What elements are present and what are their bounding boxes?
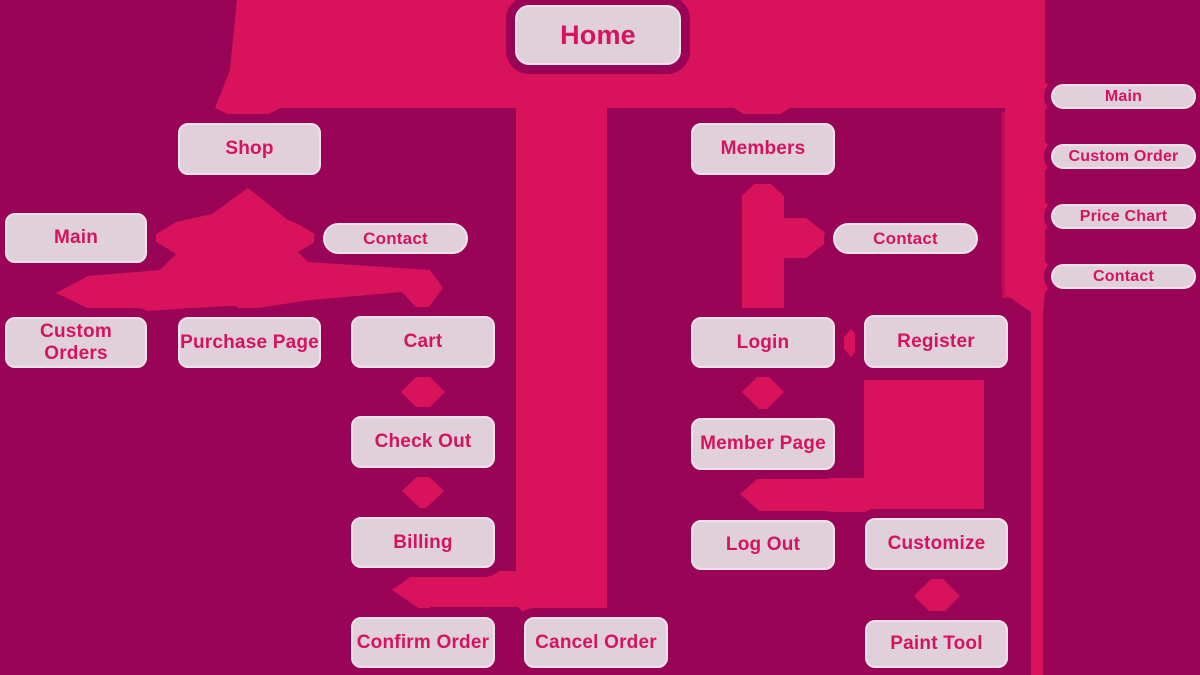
- node-paint-tool[interactable]: Paint Tool: [865, 620, 1008, 668]
- connector-register-loop: [740, 380, 984, 520]
- node-purchase-page[interactable]: Purchase Page: [178, 317, 321, 368]
- connector-shop-star: [56, 188, 443, 317]
- node-customize[interactable]: Customize: [865, 518, 1008, 570]
- connector-diamond-checkout-billing: [402, 471, 444, 511]
- node-home[interactable]: Home: [515, 5, 681, 65]
- node-contact-shop[interactable]: Contact: [323, 223, 468, 254]
- node-main[interactable]: Main: [5, 213, 147, 263]
- node-cart[interactable]: Cart: [351, 316, 495, 368]
- connector-diamond-login-memberpage: [742, 371, 784, 413]
- connector-diamond-login-register: [839, 329, 863, 357]
- node-billing[interactable]: Billing: [351, 517, 495, 568]
- nav-pill-contact[interactable]: Contact: [1051, 264, 1196, 289]
- nav-pill-main[interactable]: Main: [1051, 84, 1196, 109]
- connector-members-trunk: [742, 176, 832, 318]
- connector-home-trunk: [392, 0, 607, 616]
- node-shop[interactable]: Shop: [178, 123, 321, 175]
- node-member-page[interactable]: Member Page: [691, 418, 835, 470]
- node-contact-members[interactable]: Contact: [833, 223, 978, 254]
- node-confirm-order[interactable]: Confirm Order: [351, 617, 495, 668]
- node-login[interactable]: Login: [691, 317, 835, 368]
- node-check-out[interactable]: Check Out: [351, 416, 495, 468]
- connector-diamond-customize-painttool: [914, 573, 960, 619]
- node-cancel-order[interactable]: Cancel Order: [524, 617, 668, 668]
- nav-pill-price-chart[interactable]: Price Chart: [1051, 204, 1196, 229]
- node-register[interactable]: Register: [864, 315, 1008, 368]
- nav-pill-custom-order[interactable]: Custom Order: [1051, 144, 1196, 169]
- node-custom-orders[interactable]: Custom Orders: [5, 317, 147, 368]
- connector-right-nav-trunk: [1005, 0, 1062, 675]
- node-members[interactable]: Members: [691, 123, 835, 175]
- connector-diamond-cart-checkout: [401, 370, 445, 414]
- node-log-out[interactable]: Log Out: [691, 520, 835, 570]
